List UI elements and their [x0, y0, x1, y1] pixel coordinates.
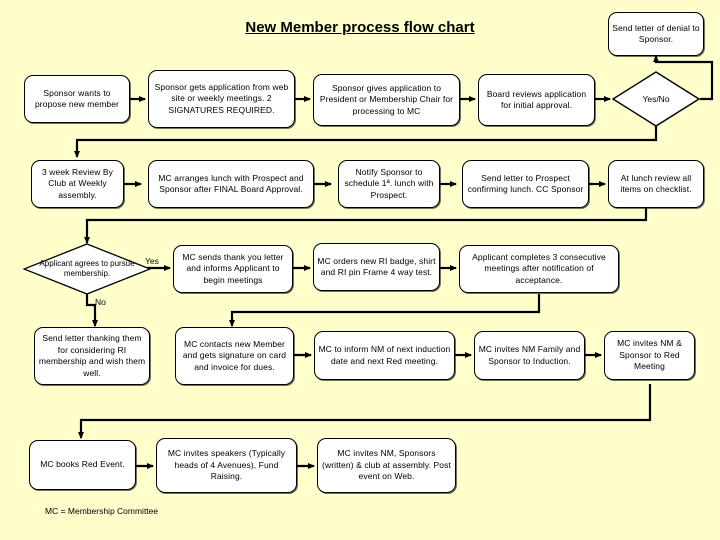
node-label: Board reviews application for initial ap… — [486, 88, 587, 111]
node-mc-invites-family[interactable]: MC invites NM Family and Sponsor to Indu… — [474, 331, 585, 380]
node-label: MC to inform NM of next induction date a… — [318, 344, 451, 366]
node-at-lunch-review[interactable]: At lunch review all items on checklist. — [608, 160, 704, 208]
node-mc-contacts-member[interactable]: MC contacts new Member and gets signatur… — [175, 327, 294, 385]
page-title-text: New Member process flow chart — [245, 19, 475, 36]
node-mc-invites-speakers[interactable]: MC invites speakers (Typically heads of … — [156, 438, 297, 493]
node-label: MC invites NM Family and Sponsor to Indu… — [478, 344, 581, 366]
node-mc-arranges-lunch[interactable]: MC arranges lunch with Prospect and Spon… — [148, 160, 314, 208]
node-notify-sponsor[interactable]: Notify Sponsor to schedule 1ª. lunch wit… — [338, 160, 440, 208]
node-yes-no-decision[interactable]: Yes/No — [612, 71, 700, 127]
node-mc-invites-assembly[interactable]: MC invites NM, Sponsors (written) & club… — [317, 438, 456, 493]
node-mc-sends-thank-you[interactable]: MC sends thank you letter and informs Ap… — [173, 245, 293, 293]
node-three-week-review[interactable]: 3 week Review By Club at Weekly assembly… — [31, 160, 124, 208]
node-applicant-completes[interactable]: Applicant completes 3 consecutive meetin… — [459, 245, 619, 293]
node-label: MC invites NM, Sponsors (written) & club… — [322, 448, 451, 482]
node-label: At lunch review all items on checklist. — [620, 172, 692, 195]
node-label: MC invites NM & Sponsor to Red Meeting — [617, 338, 682, 372]
node-label: Send letter to Prospect confirming lunch… — [467, 172, 584, 195]
node-sponsor-gives-app[interactable]: Sponsor gives application to President o… — [313, 74, 460, 126]
edge-label-yes: Yes — [145, 256, 159, 266]
node-board-reviews[interactable]: Board reviews application for initial ap… — [478, 74, 595, 126]
node-label: MC books Red Event. — [40, 459, 125, 470]
node-label: Send letter thanking them for considerin… — [38, 333, 146, 378]
legend-note: MC = Membership Committee — [45, 506, 159, 516]
node-label: MC orders new RI badge, shirt and RI pin… — [317, 255, 436, 278]
node-sponsor-gets-app[interactable]: Sponsor gets application from web site o… — [148, 70, 295, 128]
node-label: Sponsor gives application to President o… — [319, 82, 454, 116]
node-label: MC sends thank you letter and informs Ap… — [182, 251, 284, 285]
node-mc-books-red-event[interactable]: MC books Red Event. — [29, 440, 136, 490]
node-label: Notify Sponsor to schedule 1ª. lunch wit… — [344, 166, 434, 200]
node-label: MC contacts new Member and gets signatur… — [182, 338, 287, 372]
node-mc-orders-badge[interactable]: MC orders new RI badge, shirt and RI pin… — [313, 243, 440, 291]
node-label: MC arranges lunch with Prospect and Spon… — [158, 172, 304, 195]
node-send-letter-thanking[interactable]: Send letter thanking them for considerin… — [34, 327, 150, 385]
node-mc-invites-red[interactable]: MC invites NM & Sponsor to Red Meeting — [604, 331, 695, 380]
node-send-letter-prospect[interactable]: Send letter to Prospect confirming lunch… — [462, 160, 589, 208]
page-title: New Member process flow chart — [0, 19, 720, 36]
node-sponsor-wants[interactable]: Sponsor wants to propose new member — [24, 75, 130, 123]
node-applicant-agrees[interactable]: Applicant agrees to pursue membership. — [23, 243, 151, 295]
edge-label-no: No — [95, 297, 106, 307]
node-send-denial[interactable]: Send letter of denial to Sponsor. — [608, 12, 704, 56]
node-label: MC invites speakers (Typically heads of … — [167, 448, 286, 482]
node-mc-inform-induction[interactable]: MC to inform NM of next induction date a… — [314, 331, 455, 380]
node-label: 3 week Review By Club at Weekly assembly… — [41, 166, 114, 200]
diamond-label: Applicant agrees to pursue membership. — [39, 258, 135, 279]
node-label: Send letter of denial to Sponsor. — [612, 22, 700, 45]
node-label: Sponsor wants to propose new member — [34, 87, 119, 110]
diamond-label: Yes/No — [642, 93, 670, 104]
node-label: Sponsor gets application from web site o… — [154, 81, 289, 115]
node-label: Applicant completes 3 consecutive meetin… — [472, 251, 606, 285]
